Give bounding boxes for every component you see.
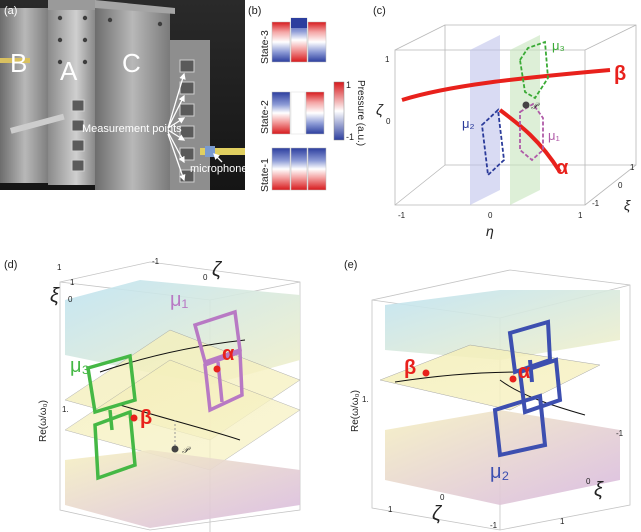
d-tick-top-neg1: -1 (152, 257, 160, 266)
state-1-blocks (271, 147, 327, 191)
e-tick-xi-1: 1 (560, 517, 565, 526)
c-zeta-axis: ζ (376, 102, 384, 119)
colorbar-min: -1 (346, 132, 354, 142)
panel-c-label: (c) (373, 5, 386, 17)
alpha-line (498, 108, 562, 174)
mu1-label: μ₁ (548, 128, 560, 143)
mu1-loop (519, 102, 544, 162)
d-re-axis: Re(ω/ω₀) (38, 400, 49, 442)
module-b-label: B (10, 48, 27, 78)
point-p-label: 𝒫 (531, 101, 540, 111)
panel-a-photo: (a) B A C Measurement points microphone (0, 0, 247, 190)
measurement-points-label: Measurement points (82, 123, 182, 135)
mu3-label: μ₃ (552, 38, 565, 53)
pressure-colorbar (333, 81, 345, 141)
e-tick-zeta-neg1: -1 (490, 521, 498, 530)
d-mu3-label: μ₃ (70, 355, 90, 377)
point-p-marker (522, 101, 530, 109)
e-tick-zeta-1: 1 (388, 505, 393, 514)
d-tick-xi-1: 1 (70, 278, 75, 287)
c-eta-tick-0: 0 (488, 211, 493, 220)
e-beta-label: β (404, 357, 416, 379)
c-xi-axis: ξ (624, 197, 631, 213)
c-zeta-tick-1: 1 (385, 55, 390, 64)
c-xi-tick-pos: 1 (630, 163, 635, 172)
c-xi-tick-0: 0 (618, 181, 623, 190)
e-alpha-label: α (518, 361, 531, 383)
c-eta-tick-pos: 1 (578, 211, 583, 220)
mu3-loop (519, 40, 549, 100)
d-beta-label: β (140, 407, 152, 429)
e-zeta-axis: ζ (432, 503, 443, 525)
e-tick-zeta-0: 0 (440, 493, 445, 502)
e-re-axis: Re(ω/ω₀) (350, 390, 361, 432)
d-point-p-label: 𝒫 (182, 445, 191, 455)
d-tick-top-0: 0 (203, 273, 208, 282)
colorbar-max: 1 (346, 80, 351, 90)
d-alpha-label: α (222, 343, 235, 365)
state-3-label: State-3 (259, 30, 271, 64)
alpha-label: α (556, 157, 569, 179)
e-tick-xi-0: 0 (586, 477, 591, 486)
c-xi-tick-neg: -1 (592, 199, 600, 208)
d-mu1-label: μ₁ (170, 289, 189, 311)
microphone-label: microphone (190, 163, 247, 175)
beta-label: β (614, 63, 626, 85)
e-mu2-label: μ₂ (490, 461, 509, 483)
module-c-label: C (122, 48, 141, 78)
panel-b: (b) State-3 State-2 State-1 1 -1 Pressur… (248, 5, 366, 192)
colorbar-title: Pressure (a.u.) (355, 80, 366, 146)
panel-e-label: (e) (344, 259, 357, 271)
e-lower-surface (385, 410, 620, 505)
panel-a-label: (a) (4, 5, 17, 17)
module-a-label: A (60, 56, 78, 86)
panel-d-label: (d) (4, 259, 17, 271)
d-lower-surface (65, 450, 300, 528)
e-tick-xi-neg1: -1 (616, 429, 624, 438)
state-3-blocks (271, 17, 327, 63)
d-tick-re-1: 1. (62, 405, 69, 414)
d-xi-axis: ξ (50, 285, 60, 307)
d-tick-xi-0: 0 (68, 295, 73, 304)
d-zeta-axis: ζ (212, 259, 223, 281)
e-mu2-loop (492, 319, 563, 458)
panel-d: (d) 𝒫 α β (4, 257, 301, 532)
e-tick-re-1: 1. (362, 395, 369, 404)
beta-line (401, 68, 611, 102)
d-mu3-loop (86, 353, 137, 481)
e-xi-axis: ξ (594, 479, 604, 501)
panel-c: (c) 𝒫 β α μ₃ μ₁ μ₂ ζ 1 0 -1 0 1 (373, 5, 637, 239)
state-1-label: State-1 (259, 158, 271, 192)
state-2-blocks (271, 91, 325, 135)
d-tick-top-1: 1 (57, 263, 62, 272)
blue-plane (470, 35, 500, 205)
mu2-label: μ₂ (462, 116, 475, 131)
state-2-label: State-2 (259, 100, 271, 134)
c-eta-tick-neg: -1 (398, 211, 406, 220)
mu2-loop (481, 108, 505, 177)
c-eta-axis: η (486, 223, 494, 239)
e-upper-surface (385, 290, 620, 360)
panel-e: (e) α β μ₂ 1. Re(ω/ω₀) 1 0 -1 ζ -1 0 1 (344, 259, 631, 531)
panel-b-label: (b) (248, 5, 261, 17)
c-zeta-tick-0: 0 (386, 117, 391, 126)
